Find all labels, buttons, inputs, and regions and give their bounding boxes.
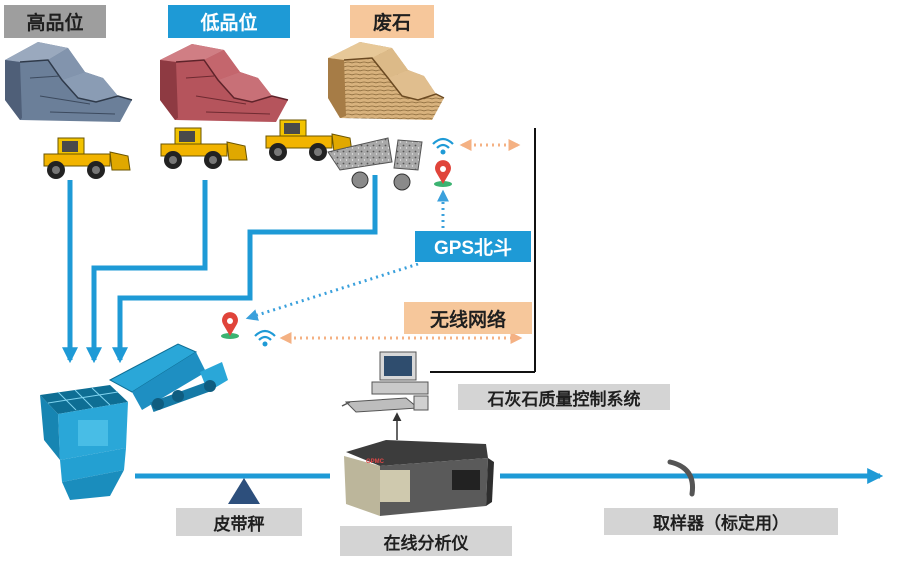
analyzer-label: 在线分析仪 bbox=[340, 526, 512, 556]
wifi-icon bbox=[254, 329, 276, 347]
wheel-loader-icon bbox=[43, 137, 131, 179]
wheel-loader-icon bbox=[265, 119, 353, 161]
computer-icon bbox=[341, 351, 429, 413]
wifi-icon bbox=[432, 137, 454, 155]
waste-stone-icon bbox=[328, 42, 445, 120]
wheel-loader-icon bbox=[160, 127, 248, 169]
location-pin-icon bbox=[434, 160, 452, 187]
crusher-icon bbox=[40, 385, 128, 500]
low-grade-label: 低品位 bbox=[168, 5, 290, 38]
belt-scale-label: 皮带秤 bbox=[176, 508, 302, 536]
analyzer-machine-icon: GPMC bbox=[344, 440, 494, 516]
analyzer-brand: GPMC bbox=[366, 459, 385, 465]
wireless-network-label: 无线网络 bbox=[404, 302, 532, 334]
gps-label: GPS北斗 bbox=[414, 230, 532, 263]
sampler-label: 取样器（标定用） bbox=[604, 508, 838, 535]
scale-triangle-icon bbox=[228, 478, 260, 504]
control-system-label: 石灰石质量控制系统 bbox=[458, 384, 670, 410]
wireless-link-dots bbox=[279, 139, 523, 344]
sampler-icon bbox=[667, 459, 696, 497]
dump-truck-icon bbox=[108, 343, 228, 412]
dump-truck-icon bbox=[327, 137, 423, 191]
gps-link-dots bbox=[245, 189, 449, 321]
low-grade-stone-icon bbox=[160, 44, 289, 122]
location-pin-icon bbox=[221, 312, 239, 339]
high-grade-stone-icon bbox=[5, 42, 133, 122]
waste-rock-label: 废石 bbox=[350, 5, 434, 38]
high-grade-label: 高品位 bbox=[4, 5, 106, 38]
